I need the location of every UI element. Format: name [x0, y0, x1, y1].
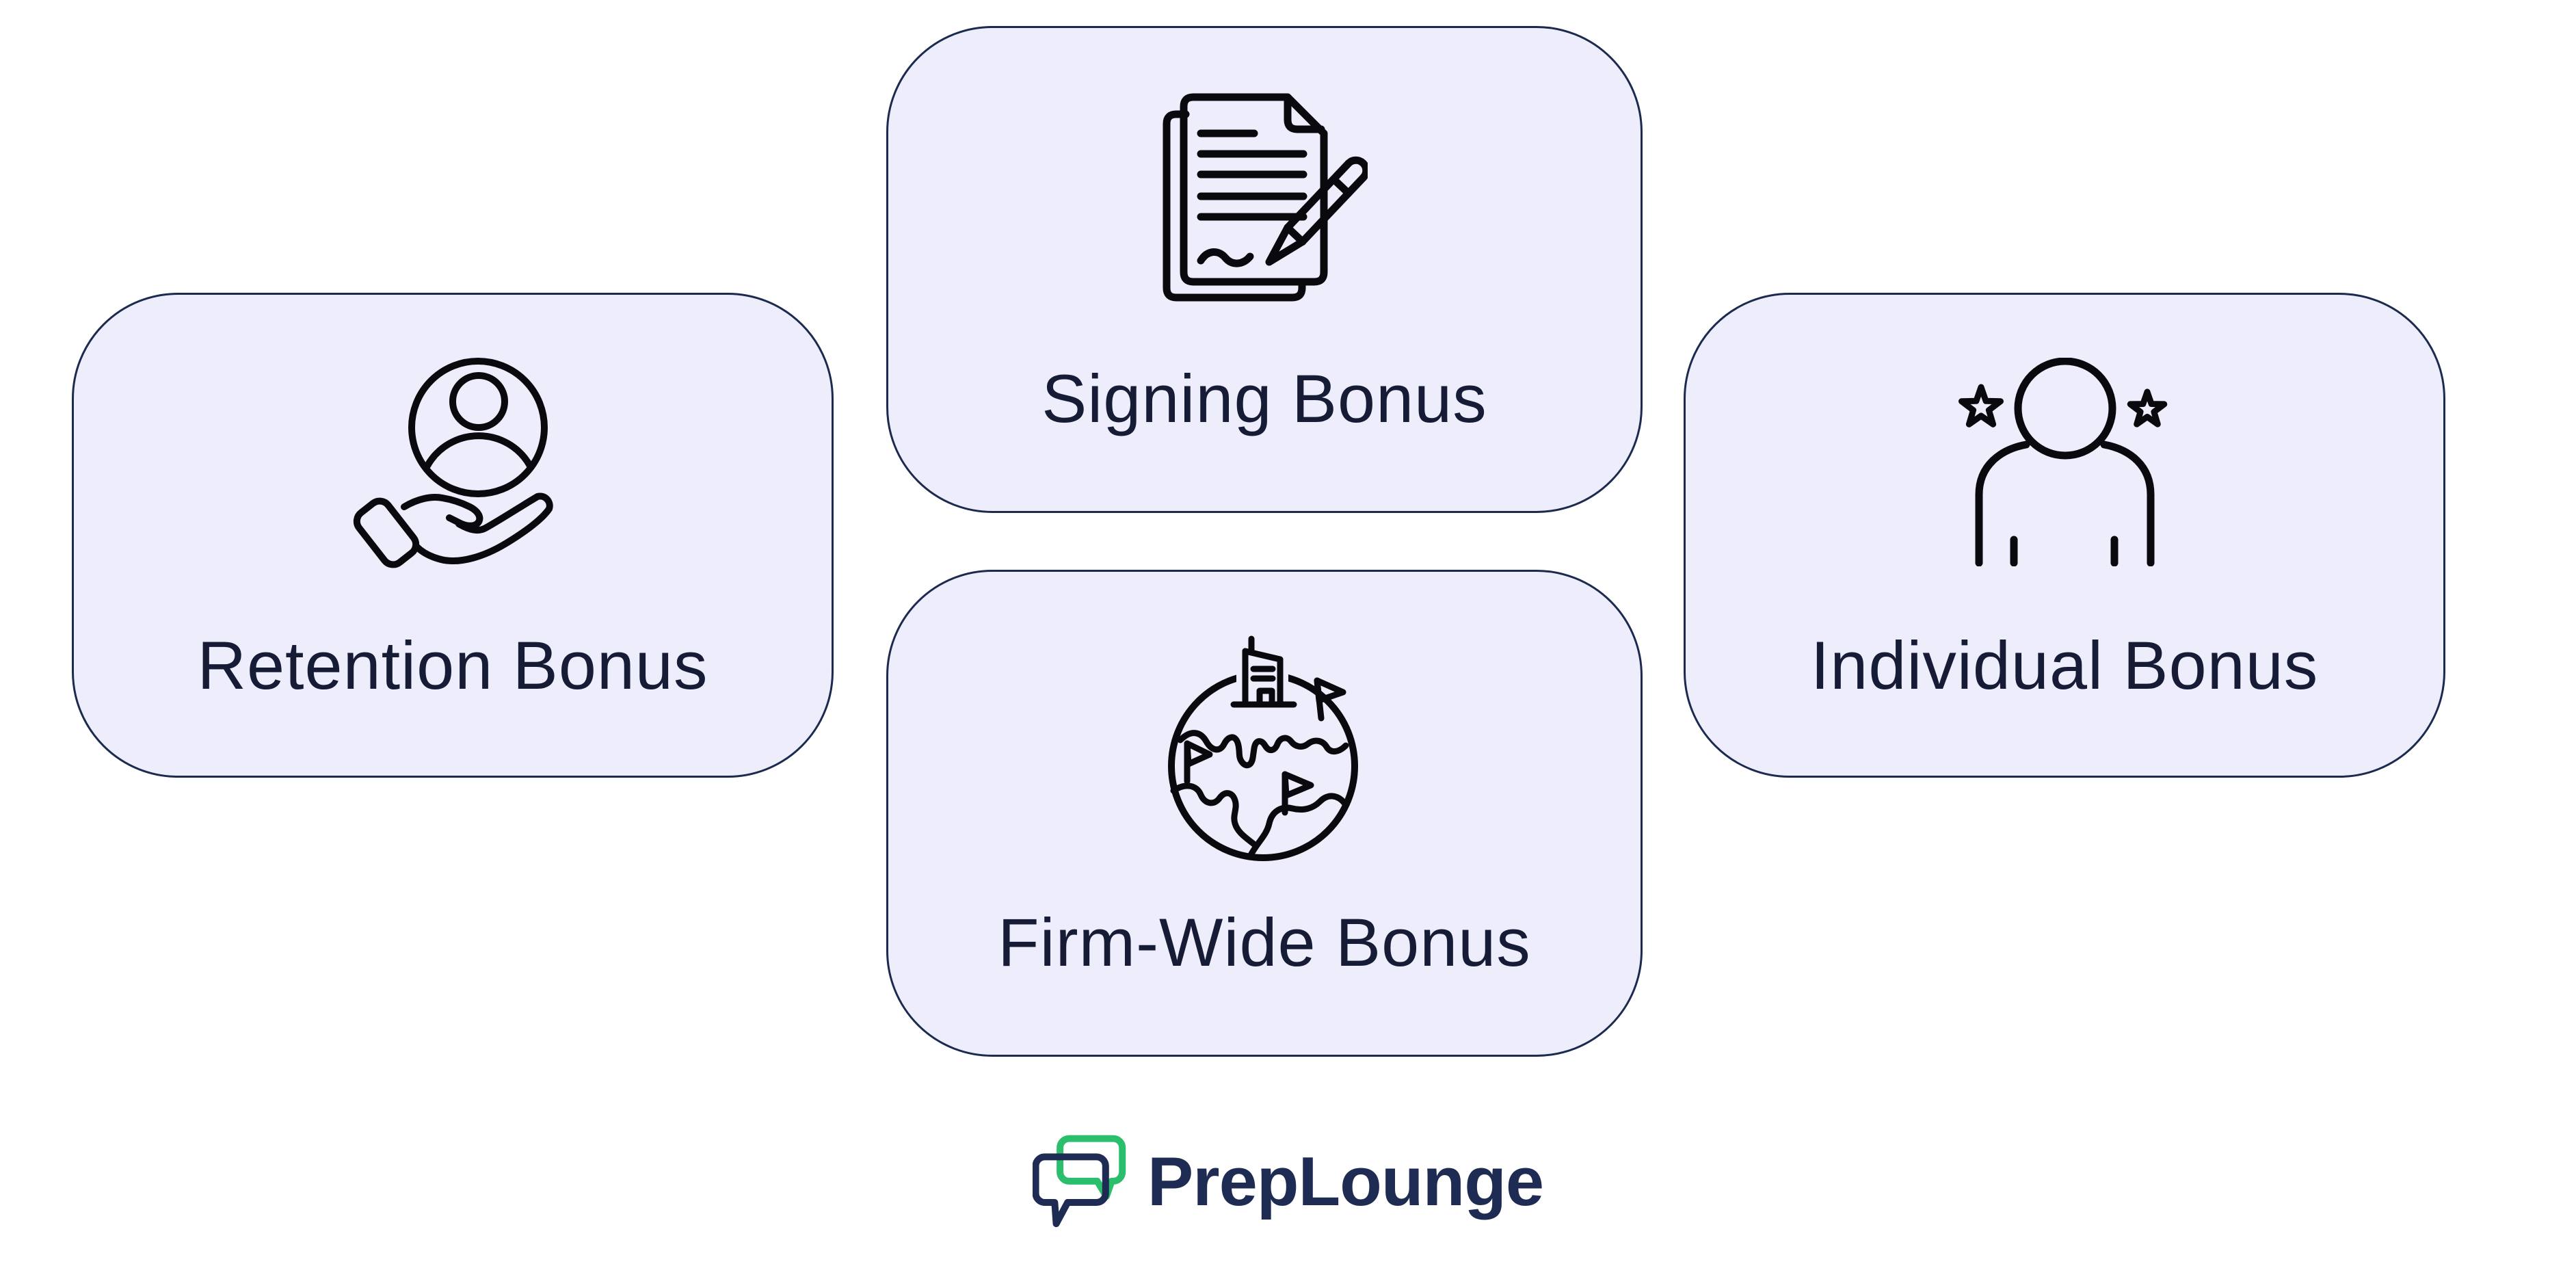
logo-wordmark: PrepLounge	[1147, 1144, 1544, 1220]
person-stars-icon	[1686, 358, 2443, 566]
card-signing-bonus: Signing Bonus	[886, 26, 1643, 513]
card-retention-bonus: Retention Bonus	[72, 293, 834, 778]
chat-bubbles-icon	[1032, 1134, 1127, 1230]
document-pen-icon	[888, 91, 1641, 304]
card-individual-bonus: Individual Bonus	[1684, 293, 2445, 778]
preplounge-logo: PrepLounge	[0, 1127, 2576, 1237]
hand-holding-person-icon	[74, 358, 832, 588]
card-label: Signing Bonus	[1041, 360, 1487, 436]
card-label: Firm-Wide Bonus	[998, 904, 1531, 980]
card-firm-wide-bonus: Firm-Wide Bonus	[886, 570, 1643, 1057]
card-label: Individual Bonus	[1810, 627, 2319, 703]
card-label: Retention Bonus	[197, 627, 708, 703]
globe-flags-icon	[888, 635, 1641, 862]
